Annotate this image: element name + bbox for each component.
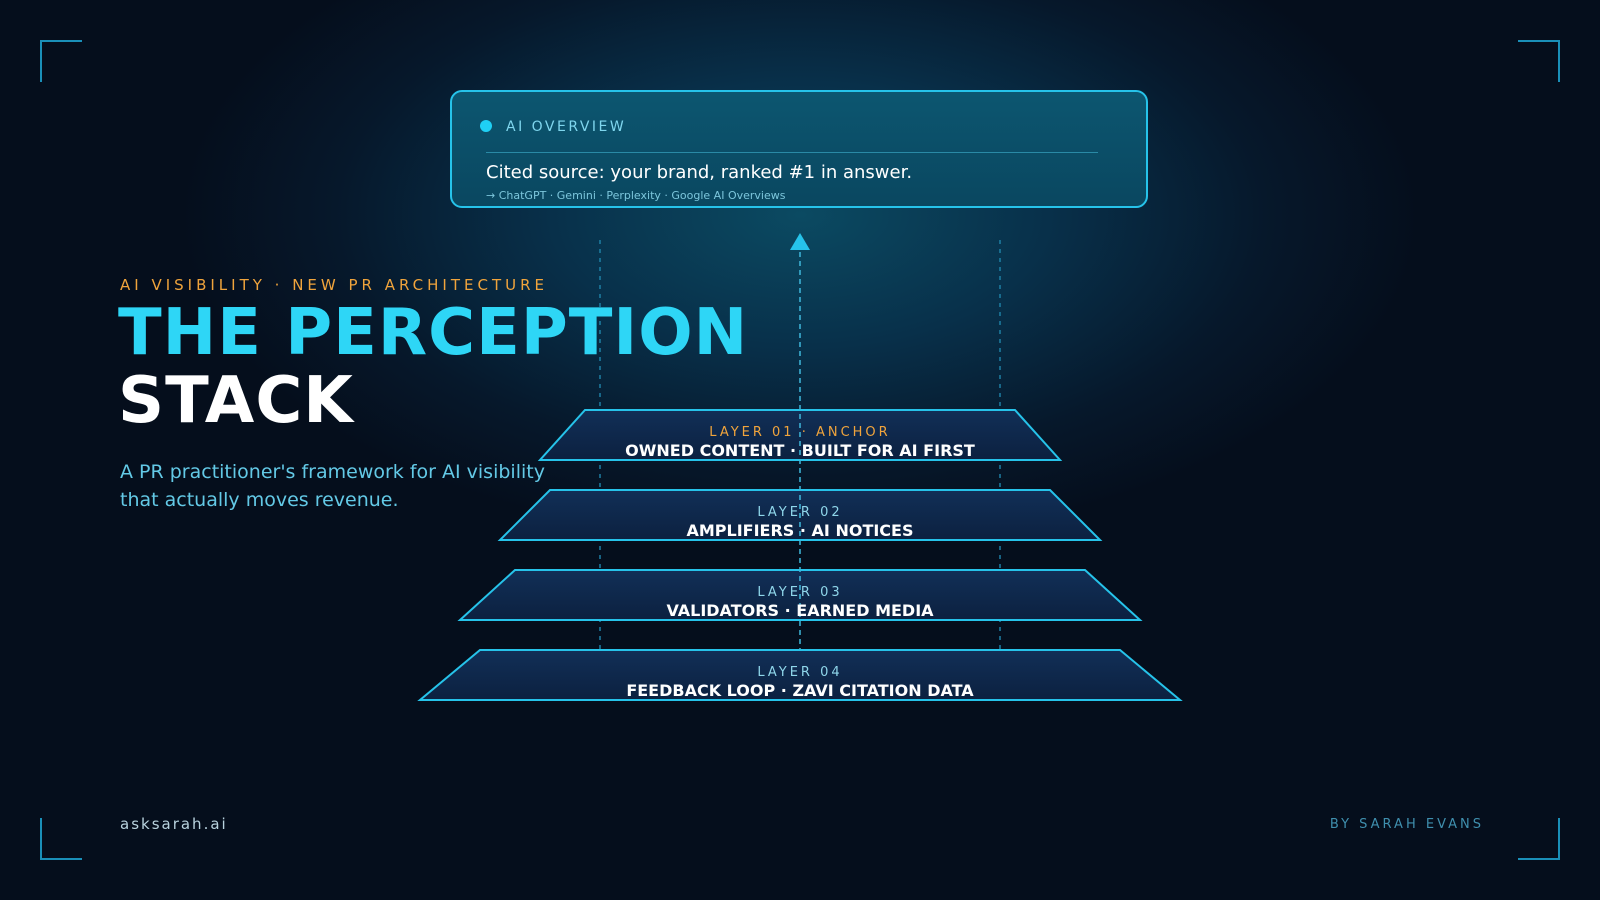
corner-bracket-bottom-right (1518, 818, 1560, 860)
layer-title: VALIDATORS · EARNED MEDIA (666, 601, 934, 620)
layer-2: LAYER 02 AMPLIFIERS · AI NOTICES (600, 505, 1000, 541)
layer-title: AMPLIFIERS · AI NOTICES (686, 521, 914, 540)
overview-label: AI OVERVIEW (506, 119, 627, 135)
up-arrow-icon (790, 233, 810, 250)
layer-label: LAYER 04 (757, 665, 843, 680)
corner-bracket-top-right (1518, 40, 1560, 82)
subtitle: A PR practitioner's framework for AI vis… (120, 461, 545, 511)
layer-label: LAYER 01 · ANCHOR (709, 425, 891, 440)
layer-3: LAYER 03 VALIDATORS · EARNED MEDIA (600, 585, 1000, 621)
eyebrow: AI VISIBILITY · NEW PR ARCHITECTURE (120, 276, 549, 294)
page-title-line-2: STACK (118, 364, 354, 438)
corner-bracket-top-left (40, 40, 82, 82)
layer-shape-4 (417, 649, 1183, 701)
page-title-line-1: THE PERCEPTION (118, 296, 749, 370)
layer-1: LAYER 01 · ANCHOR OWNED CONTENT · BUILT … (600, 425, 1000, 461)
corner-bracket-bottom-left (40, 818, 82, 860)
layer-label: LAYER 03 (757, 585, 843, 600)
layer-label: LAYER 02 (757, 505, 843, 520)
overview-text: Cited source: your brand, ranked #1 in a… (486, 162, 913, 183)
overview-sources: → ChatGPT · Gemini · Perplexity · Google… (486, 189, 786, 202)
layer-title: OWNED CONTENT · BUILT FOR AI FIRST (625, 441, 975, 460)
ai-overview-card: AI OVERVIEW Cited source: your brand, ra… (450, 90, 1148, 208)
footer-byline: BY SARAH EVANS (1329, 817, 1484, 832)
layer-title: FEEDBACK LOOP · ZAVI CITATION DATA (626, 681, 974, 700)
status-dot-icon (480, 120, 492, 132)
layer-4: LAYER 04 FEEDBACK LOOP · ZAVI CITATION D… (600, 665, 1000, 701)
footer-site: asksarah.ai (120, 815, 228, 833)
overview-divider (486, 152, 1098, 153)
